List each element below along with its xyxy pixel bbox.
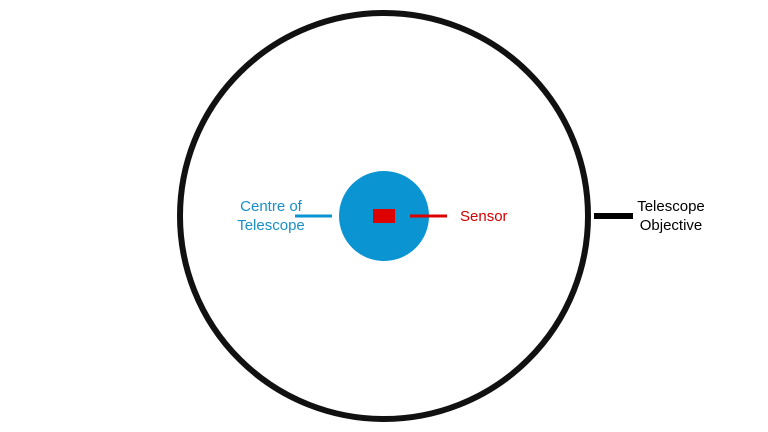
sensor-label: Sensor xyxy=(460,208,508,225)
sensor-rect xyxy=(373,209,395,223)
centre-label-line2: Telescope xyxy=(237,217,305,234)
objective-label-line2: Objective xyxy=(640,217,703,234)
centre-label-line1: Centre of xyxy=(240,198,303,215)
objective-label-line1: Telescope xyxy=(637,198,705,215)
telescope-objective-ring xyxy=(177,10,591,422)
